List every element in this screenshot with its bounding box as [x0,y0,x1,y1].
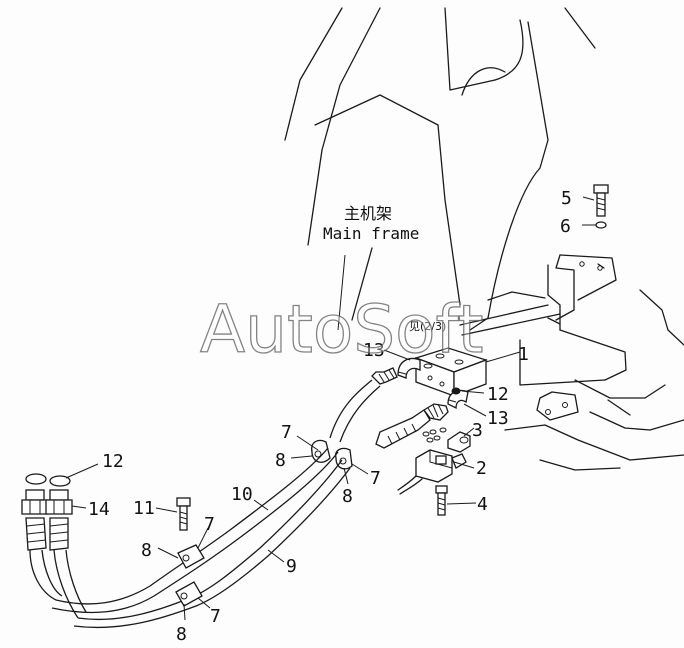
callout-13-lower: 13 [487,408,509,429]
hose-upper [329,367,398,443]
callout-4: 4 [477,494,488,515]
callout-14: 14 [88,499,110,520]
callout-7-lower: 7 [210,606,221,627]
main-frame-label-english: Main frame [323,224,419,243]
main-frame-label-chinese: 主机架 [344,204,392,223]
clamp-7-lower [175,581,203,607]
hose-9 [73,459,351,629]
callout-5: 5 [561,188,572,209]
adapters-14 [21,489,73,515]
bolt-5 [593,184,609,217]
callout-7-upper-left: 7 [281,422,292,443]
leader-lines [65,196,596,621]
callout-12-left: 12 [102,451,124,472]
callout-3: 3 [472,420,483,441]
plug-12-valve [451,387,461,395]
main-frame-outline [284,7,669,331]
reference-note: 见(2/3) [409,320,446,333]
clamp-7-middle [177,544,205,569]
watermark: AutoSoft [200,291,483,368]
callout-13-upper: 13 [363,340,385,361]
fitting-3 [447,431,471,453]
right-frame-structure [459,254,684,471]
callout-numbers: 1 2 3 4 5 6 7 7 7 7 8 8 8 8 9 10 11 12 1… [88,188,572,645]
callout-8-upper-right: 8 [342,486,353,507]
hose-middle [375,403,449,449]
elbow-fitting-13-upper [397,357,421,379]
callout-7-middle: 7 [204,514,215,535]
clamp-7-upper-left [311,439,331,463]
callout-8-upper-left: 8 [275,450,286,471]
valve-2 [397,449,467,495]
callout-12-valve: 12 [487,384,509,405]
washer-6 [595,221,607,229]
valve-block-1 [413,347,488,397]
callout-2: 2 [476,458,487,479]
o-rings-3 [422,427,447,443]
callout-11: 11 [133,498,155,519]
callout-1: 1 [518,344,529,365]
callout-7-upper-right: 7 [370,468,381,489]
o-rings-12-left [25,473,71,487]
callout-8-lower: 8 [176,624,187,645]
hose-end-fittings-left [25,517,87,619]
callout-6: 6 [560,216,571,237]
callout-10: 10 [231,484,253,505]
bolt-11 [176,497,191,531]
elbow-fitting-13-lower [447,389,469,410]
callout-9: 9 [286,556,297,577]
callout-8-middle: 8 [141,540,152,561]
bolt-4 [435,485,448,516]
